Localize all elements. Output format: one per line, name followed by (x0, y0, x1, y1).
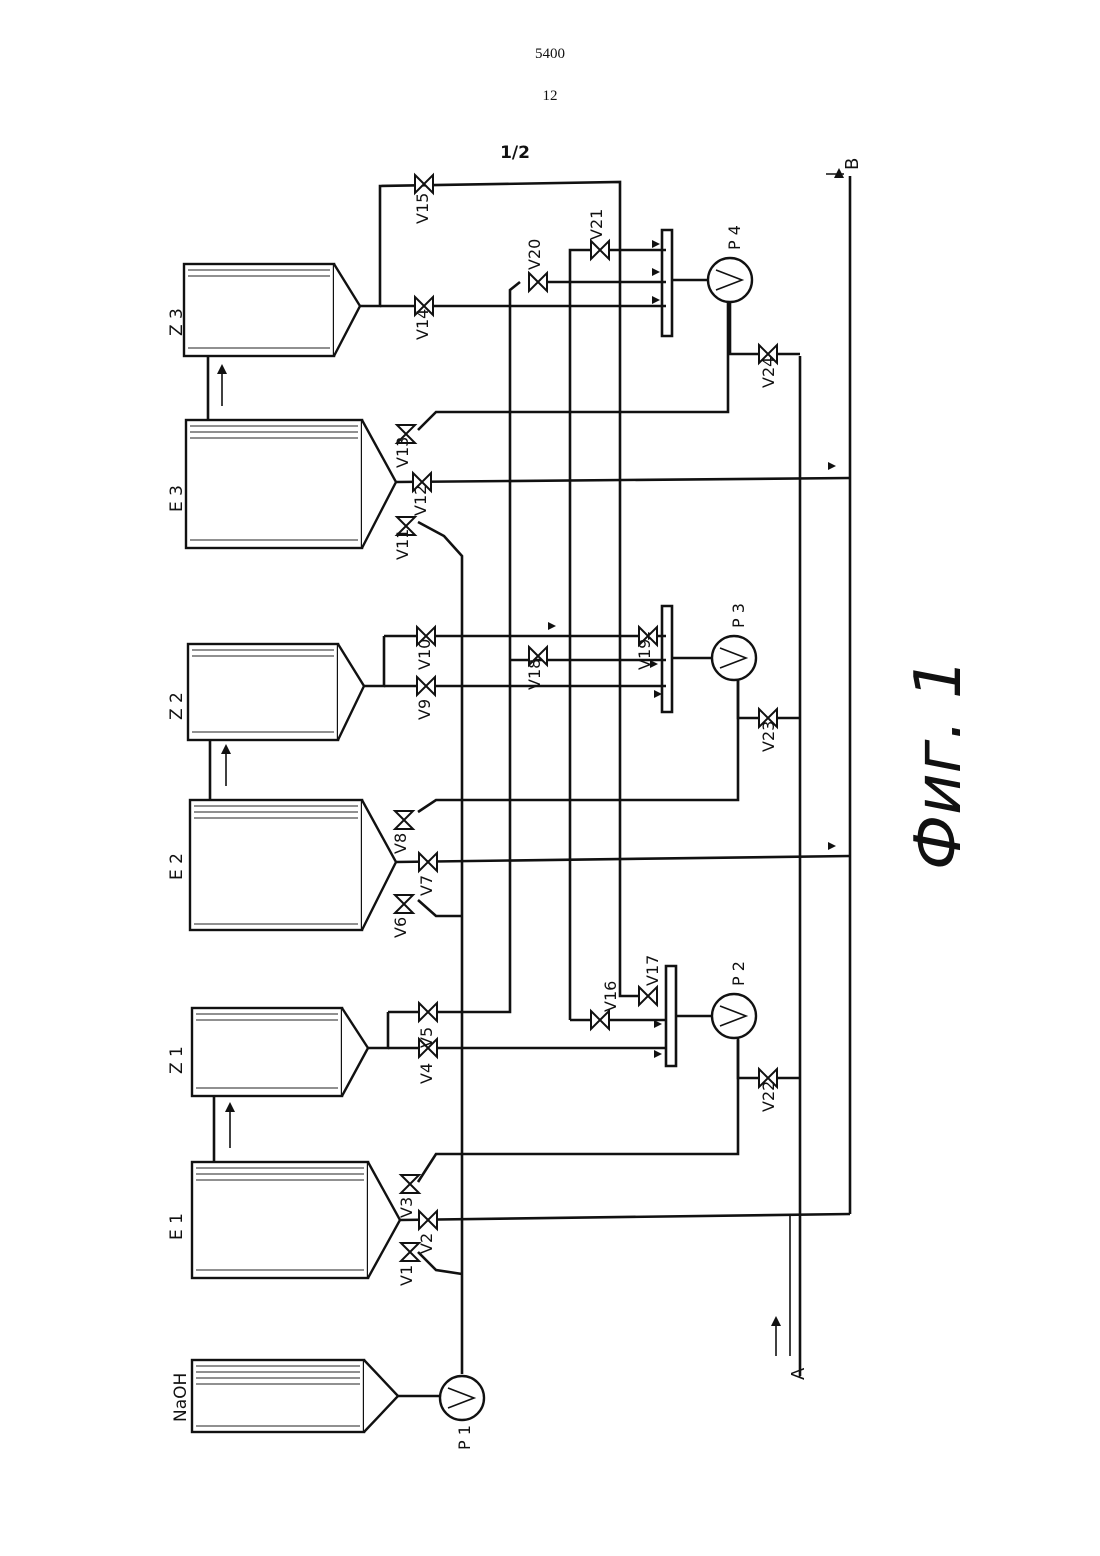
valve-v19: V19 (635, 627, 657, 670)
valve-label: V12 (411, 485, 430, 516)
valve-symbol (529, 273, 547, 291)
tank-e1: E 1 (167, 1162, 400, 1278)
tank-label-e3: E 3 (167, 485, 187, 512)
outlet-label: B (842, 158, 863, 170)
valve-label: V2 (417, 1233, 436, 1254)
valve-label: V18 (525, 659, 544, 690)
pump-p2: P 2 (712, 961, 756, 1038)
valve-label: V3 (397, 1197, 416, 1218)
pump-p3: P 3 (712, 603, 756, 680)
valve-v23: V23 (759, 709, 778, 752)
valve-label: V4 (417, 1063, 436, 1084)
valve-v24: V24 (759, 345, 778, 388)
valve-label: V1 (397, 1265, 416, 1286)
valve-v6: V6 (391, 895, 413, 938)
valve-v1: V1 (397, 1243, 419, 1286)
valve-symbol (591, 1011, 609, 1029)
inlet-label: A (788, 1367, 809, 1380)
valve-symbol (639, 987, 657, 1005)
tank-label-z2: Z 2 (167, 692, 187, 720)
valve-label: V17 (643, 955, 662, 986)
valve-label: V24 (759, 357, 778, 388)
valve-v20: V20 (525, 239, 547, 291)
valve-v2: V2 (417, 1211, 437, 1254)
valve-symbol (415, 175, 433, 193)
valve-v8: V8 (391, 811, 413, 854)
valve-v21: V21 (587, 209, 609, 259)
valve-v10: V10 (415, 627, 435, 670)
valve-symbol (395, 895, 413, 913)
tank-e2: E 2 (167, 800, 396, 930)
flow-arrows (548, 240, 836, 1058)
valve-label: V20 (525, 239, 544, 270)
tank-e3: E 3 (167, 420, 396, 548)
valve-v17: V17 (639, 955, 662, 1005)
pump-p1: P 1 (440, 1376, 484, 1450)
figure-caption: Фиг. 1 (902, 658, 976, 870)
tank-label-e1: E 1 (167, 1213, 187, 1240)
tank-z2: Z 2 (167, 644, 364, 740)
valve-symbol (419, 1003, 437, 1021)
valves: V1V2V3V4V5V6V7V8V9V10V11V12V13V14V15V16V… (391, 175, 778, 1286)
valve-label: V6 (391, 917, 410, 938)
valve-v9: V9 (415, 677, 435, 720)
valve-label: V23 (759, 721, 778, 752)
valve-v18: V18 (525, 647, 547, 690)
pumps: P 1 P 2 P 3 P 4 (440, 225, 756, 1450)
tank-label-e2: E 2 (167, 853, 187, 880)
valve-v15: V15 (413, 175, 433, 224)
tank-naoh: NaOH (171, 1360, 398, 1432)
valve-v16: V16 (591, 981, 620, 1029)
pump-label-p3: P 3 (729, 603, 748, 628)
valve-label: V5 (417, 1027, 436, 1048)
valve-v13: V13 (393, 425, 415, 468)
tank-label-naoh: NaOH (171, 1373, 191, 1422)
valve-label: V14 (413, 309, 432, 340)
tank-label-z3: Z 3 (167, 308, 187, 336)
valve-symbol (591, 241, 609, 259)
valve-v5: V5 (417, 1003, 437, 1048)
pump-label-p2: P 2 (729, 961, 748, 986)
valve-v22: V22 (759, 1069, 778, 1112)
valve-label: V22 (759, 1081, 778, 1112)
pump-label-p4: P 4 (725, 225, 744, 250)
valve-symbol (401, 1175, 419, 1193)
valve-symbol (417, 677, 435, 695)
pump-label-p1: P 1 (455, 1425, 474, 1450)
valve-label: V9 (415, 699, 434, 720)
tank-z1: Z 1 (167, 1008, 368, 1096)
valve-v7: V7 (417, 853, 437, 896)
valve-label: V19 (635, 639, 654, 670)
valve-symbol (419, 1211, 437, 1229)
valve-label: V10 (415, 639, 434, 670)
tank-label-z1: Z 1 (167, 1046, 187, 1074)
tank-z3: Z 3 (167, 264, 360, 356)
valve-symbol (419, 853, 437, 871)
valve-label: V21 (587, 209, 606, 240)
sheet-label: 1/2 (500, 143, 530, 163)
valve-label: V15 (413, 193, 432, 224)
valve-v11: V11 (393, 517, 415, 560)
valve-v12: V12 (411, 473, 431, 516)
valve-label: V16 (601, 981, 620, 1012)
valve-symbol (395, 811, 413, 829)
valve-label: V13 (393, 437, 412, 468)
valve-label: V8 (391, 833, 410, 854)
valve-v14: V14 (413, 297, 433, 340)
pump-p4: P 4 (708, 225, 752, 302)
valve-label: V11 (393, 529, 412, 560)
valve-label: V7 (417, 875, 436, 896)
valve-v3: V3 (397, 1175, 419, 1218)
